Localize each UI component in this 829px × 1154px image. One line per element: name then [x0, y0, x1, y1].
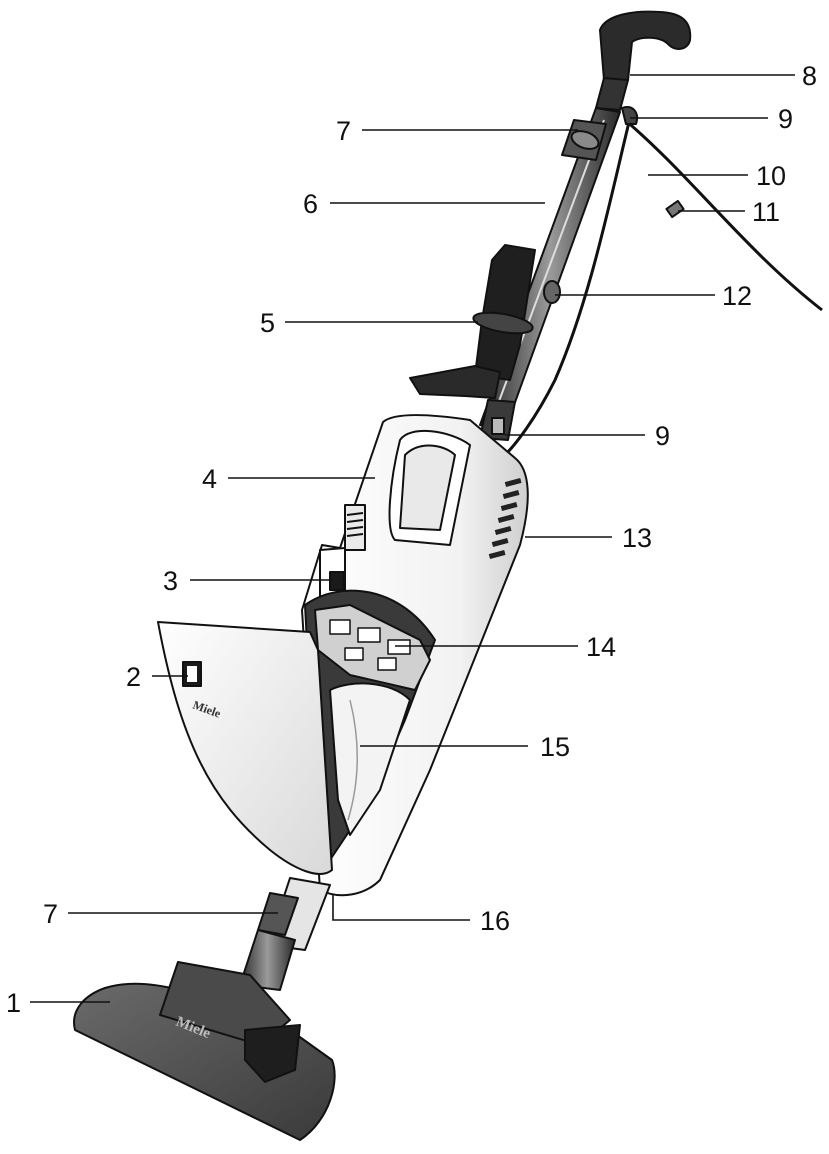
vacuum-illustration: Miele Miele — [73, 10, 823, 1141]
callout-14: 14 — [586, 632, 616, 662]
cable-clip — [665, 199, 685, 219]
holder-band — [472, 311, 534, 335]
callout-16: 16 — [480, 906, 510, 936]
cable-hook-knob — [543, 280, 561, 304]
callout-10: 10 — [756, 161, 786, 191]
callout-12: 12 — [722, 281, 752, 311]
slider-ridges — [346, 512, 364, 537]
callout-6: 6 — [303, 189, 318, 219]
dust-bag-fold — [347, 699, 358, 821]
hook-slot — [491, 417, 505, 435]
callout-4: 4 — [202, 464, 217, 494]
callout-9-lower: 9 — [655, 421, 670, 451]
cable-hook-upper — [621, 106, 638, 125]
dust-bag — [329, 682, 411, 836]
callout-2: 2 — [126, 662, 141, 692]
callout-11: 11 — [752, 197, 780, 227]
leader-lines — [30, 74, 795, 1003]
leader-16 — [332, 895, 470, 921]
callout-9: 9 — [778, 104, 793, 134]
collar-ring — [570, 130, 600, 150]
callout-13: 13 — [622, 523, 652, 553]
floorhead-pedal — [244, 1024, 301, 1083]
swivel-release-collar — [257, 892, 299, 936]
floorhead-neck — [239, 929, 296, 991]
callout-3: 3 — [163, 566, 178, 596]
callout-15: 15 — [540, 732, 570, 762]
lid-flap — [157, 621, 333, 875]
callout-5: 5 — [260, 308, 275, 338]
callout-1: 1 — [6, 988, 21, 1018]
callout-7-lower: 7 — [43, 899, 58, 929]
filter-detail — [329, 619, 411, 671]
dusting-brush — [409, 365, 501, 399]
carrying-handle-recess — [399, 444, 456, 531]
callout-8: 8 — [802, 61, 817, 91]
handle-grip — [599, 10, 692, 81]
switch-button — [329, 571, 345, 591]
handle-shaft — [595, 77, 629, 111]
callout-7: 7 — [336, 116, 351, 146]
exhaust-vents — [488, 477, 522, 559]
callout-labels: 8 9 7 10 6 11 12 5 9 4 13 3 14 2 15 7 16… — [6, 61, 817, 1018]
power-cable — [624, 118, 823, 312]
